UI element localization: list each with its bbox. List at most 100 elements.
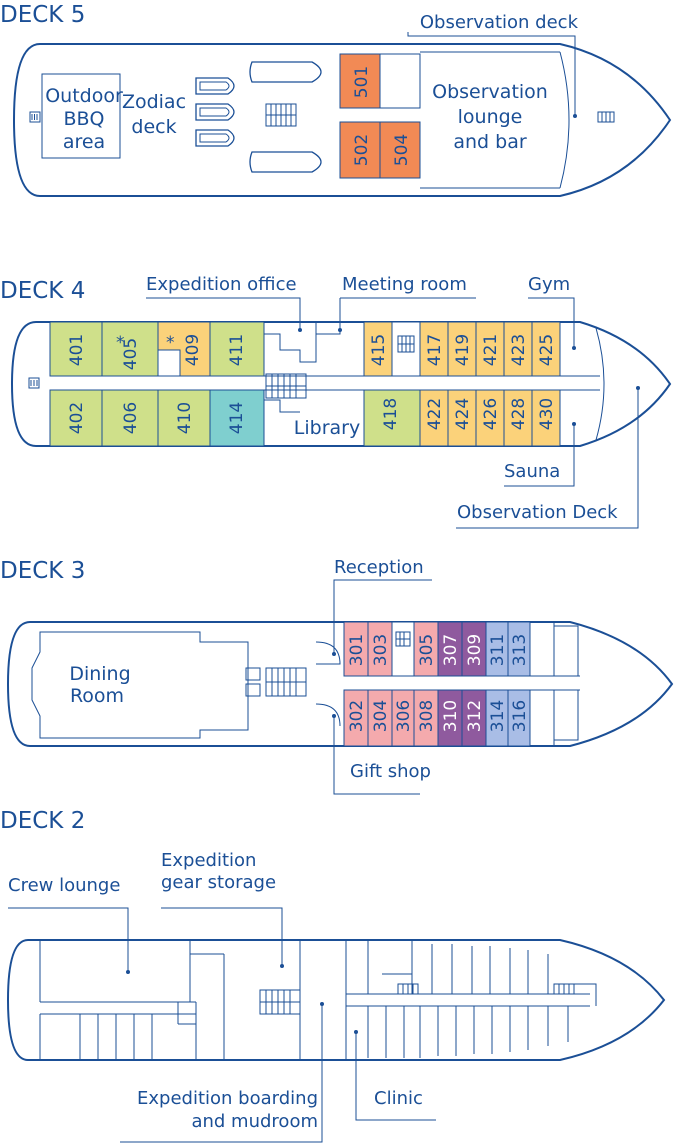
cabin-405[interactable] [101,321,159,377]
cabin-424[interactable] [447,389,477,447]
bbq-label-1: Outdoor [45,85,123,107]
library-label: Library [294,417,360,439]
cabin-422-label: 422 [425,398,445,430]
deck-3-title: DECK 3 [0,558,85,584]
bbq-label-2: BBQ [63,108,104,130]
gift-shop-label: Gift shop [350,761,431,782]
cabin-405-label: 405 [121,338,141,370]
cabin-501-label: 501 [352,66,372,98]
cabin-409-star: * [166,333,175,353]
cabin-406-label: 406 [121,402,141,434]
cabin-417[interactable] [419,321,449,377]
deck-4-title: DECK 4 [0,278,85,304]
cabin-414[interactable] [209,389,265,447]
cabin-307-label: 307 [441,634,461,666]
meeting-room-label: Meeting room [342,274,467,295]
cabin-430-label: 430 [537,398,557,430]
cabin-425[interactable] [531,321,561,377]
cabin-307[interactable] [437,621,463,677]
bbq-area [41,73,121,159]
deck-4: DECK 4 401 405 * 409 * 411 402 406 410 4… [0,274,672,529]
cabin-312-label: 312 [465,700,485,732]
cabin-309[interactable] [461,621,487,677]
cabin-430[interactable] [531,389,561,447]
cabin-411[interactable] [209,321,265,377]
cabin-310-label: 310 [441,700,461,732]
dining-room-area [31,631,249,739]
dining-label-1: Dining [69,663,130,685]
cabin-426[interactable] [475,389,505,447]
cabin-411-label: 411 [227,334,247,366]
cabin-501[interactable] [339,53,381,109]
stairs-icon-deck3 [265,667,307,697]
reception-label: Reception [334,557,424,578]
lounge-label-1: Observation [432,81,548,103]
cabin-308[interactable] [413,689,439,747]
cabin-417-label: 417 [425,334,445,366]
lifeboat-top [249,61,322,83]
stairs-icon-deck2 [259,989,301,1015]
cabin-304-label: 304 [371,700,391,732]
cabin-421-label: 421 [481,334,501,366]
gear-storage-label-1: Expedition [161,850,256,871]
cabin-423[interactable] [503,321,533,377]
cabin-402[interactable] [49,389,103,447]
cabin-305-label: 305 [417,634,437,666]
cabin-312[interactable] [461,689,487,747]
cabin-310[interactable] [437,689,463,747]
cabin-301[interactable] [343,621,369,677]
cabin-301-label: 301 [347,634,367,666]
cabin-405-star: * [116,333,125,353]
cabin-502-label: 502 [352,134,372,166]
cabin-302-label: 302 [347,700,367,732]
gear-storage-label-2: gear storage [161,872,276,893]
cabin-504[interactable] [379,121,421,179]
deck-2-hull [6,939,666,1061]
deck-3: DECK 3 Dining Room [0,557,674,795]
cabin-303-label: 303 [371,634,391,666]
stairs-icon-bow [597,111,615,123]
observation-deck-label: Observation deck [420,12,579,33]
deck-2: DECK 2 [0,808,666,1143]
cabin-401-label: 401 [67,334,87,366]
cabin-428-label: 428 [509,398,529,430]
lifeboat-bottom [249,151,322,173]
expedition-office-label: Expedition office [146,274,297,295]
cabin-419[interactable] [447,321,477,377]
deck-5-hull [12,43,672,197]
cabin-410-label: 410 [175,402,195,434]
cabin-423-label: 423 [509,334,529,366]
crew-lounge-label: Crew lounge [8,875,120,896]
cabin-306-label: 306 [394,700,414,732]
stairs-icon [29,111,41,123]
cabin-418[interactable] [363,389,421,447]
boarding-label-1: Expedition boarding [137,1088,318,1109]
deck-2-title: DECK 2 [0,808,85,834]
cabin-314-label: 314 [488,700,508,732]
cabin-316-label: 316 [510,700,530,732]
cabin-402-label: 402 [67,402,87,434]
stairs-icon-deck2-fwd [553,983,575,995]
stairs-icon-deck4-fwd [397,335,415,353]
cabin-502[interactable] [339,121,381,179]
cabin-409-label: 409 [183,334,203,366]
deck-5: DECK 5 Outdoor BBQ area Zodiac deck [0,2,672,197]
dining-label-2: Room [70,685,124,707]
cabin-415-label: 415 [369,334,389,366]
cabin-406[interactable] [101,389,159,447]
sauna-label: Sauna [504,461,560,482]
cabin-305[interactable] [413,621,439,677]
observation-deck-4-label: Observation Deck [457,502,618,523]
cabin-401[interactable] [49,321,103,377]
cabin-414-label: 414 [227,402,247,434]
cabin-410[interactable] [157,389,211,447]
stairs-icon-deck4-center [265,373,307,399]
cabin-419-label: 419 [453,334,473,366]
cabin-418-label: 418 [381,398,401,430]
cabin-304[interactable] [367,689,393,747]
stairs-icon-center [265,103,297,127]
cabin-428[interactable] [503,389,533,447]
lounge-label-3: and bar [453,131,526,153]
stairs-icon-deck2-mid [397,983,419,995]
cabin-308-label: 308 [417,700,437,732]
